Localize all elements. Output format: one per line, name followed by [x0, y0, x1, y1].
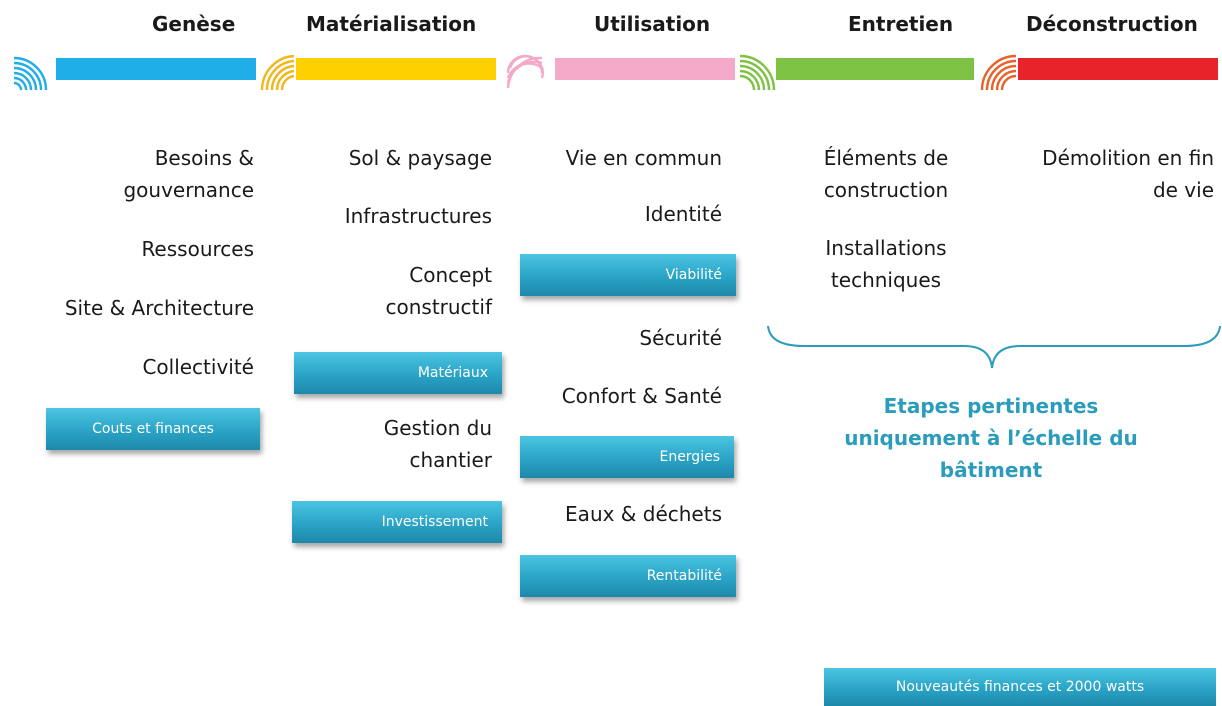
genese-item-besoins: Besoins &: [154, 146, 254, 170]
green-signal-icon: [739, 54, 776, 91]
curly-brace-icon: [767, 325, 1221, 369]
materialisation-item-chantier: chantier: [409, 448, 492, 472]
materialisation-item-constructif: constructif: [385, 295, 492, 319]
utilisation-item-eaux-dechets: Eaux & déchets: [565, 502, 722, 526]
tag-couts-finances: Couts et finances: [46, 408, 260, 450]
scope-note-line-1: Etapes pertinentes: [883, 394, 1099, 418]
materialisation-item-gestion: Gestion du: [383, 416, 492, 440]
deconstruction-item-de-vie: de vie: [1152, 178, 1214, 202]
scope-note-line-2: uniquement à l’échelle du: [844, 426, 1138, 450]
genese-item-ressources: Ressources: [141, 237, 254, 261]
tag-investissement: Investissement: [292, 501, 502, 543]
utilisation-item-identite: Identité: [644, 202, 722, 226]
tag-materiaux: Matériaux: [294, 352, 502, 394]
tag-energies: Energies: [520, 436, 734, 478]
blue-signal-icon: [13, 56, 48, 91]
phase-bar-entretien: [776, 58, 974, 80]
genese-item-gouvernance: gouvernance: [123, 178, 254, 202]
tag-viabilite: Viabilité: [520, 254, 736, 296]
phase-title-utilisation: Utilisation: [594, 12, 711, 36]
tag-nouveautes: Nouveautés finances et 2000 watts: [824, 668, 1216, 706]
entretien-item-elements: Éléments de: [823, 146, 949, 170]
yellow-signal-icon: [260, 54, 295, 91]
pink-signal-icon: [506, 54, 544, 89]
entretien-item-techniques: techniques: [830, 268, 942, 292]
entretien-item-installations: Installations: [825, 236, 947, 260]
phase-bar-utilisation: [555, 58, 735, 80]
genese-item-site-architecture: Site & Architecture: [64, 296, 254, 320]
phase-title-genese: Genèse: [152, 12, 236, 36]
orange-signal-icon: [980, 54, 1017, 91]
entretien-item-construction: construction: [823, 178, 949, 202]
phase-bar-materialisation: [296, 58, 496, 80]
utilisation-item-securite: Sécurité: [639, 326, 722, 350]
materialisation-item-infrastructures: Infrastructures: [344, 204, 492, 228]
phase-bar-genese: [56, 58, 256, 80]
materialisation-item-concept: Concept: [409, 263, 492, 287]
scope-note-line-3: bâtiment: [939, 458, 1043, 482]
phase-bar-deconstruction: [1018, 58, 1218, 80]
materialisation-item-sol-paysage: Sol & paysage: [348, 146, 492, 170]
phase-title-entretien: Entretien: [848, 12, 954, 36]
utilisation-item-confort-sante: Confort & Santé: [561, 384, 722, 408]
utilisation-item-vie-commun: Vie en commun: [565, 146, 722, 170]
deconstruction-item-demolition: Démolition en fin: [1042, 146, 1214, 170]
tag-rentabilite: Rentabilité: [520, 555, 736, 597]
genese-item-collectivite: Collectivité: [142, 355, 254, 379]
scope-note: Etapes pertinentes uniquement à l’échell…: [826, 390, 1156, 486]
phase-title-deconstruction: Déconstruction: [1026, 12, 1198, 36]
phase-title-materialisation: Matérialisation: [306, 12, 477, 36]
